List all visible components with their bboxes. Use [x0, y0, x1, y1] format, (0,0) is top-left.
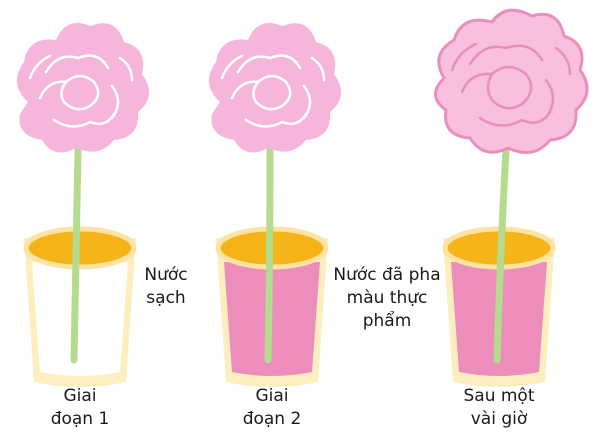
stage-2-caption-line1: Giai: [222, 385, 322, 408]
dyed-water-label: Nước đã pha màu thực phẩm: [322, 264, 452, 333]
flower-1: [17, 23, 149, 152]
stage-1-caption-line2: đoạn 1: [30, 408, 130, 431]
stage-3-caption-line2: vài giờ: [444, 408, 554, 431]
flower-2: [209, 23, 341, 152]
stage-2-caption-line2: đoạn 2: [222, 408, 322, 431]
stage-1-caption-line1: Giai: [30, 385, 130, 408]
dyed-water-label-line1: Nước đã pha: [322, 264, 452, 287]
clean-water-label: Nước sạch: [130, 264, 202, 310]
stem-1: [74, 150, 78, 360]
stage-3-caption-line1: Sau một: [444, 385, 554, 408]
clean-water-label-line2: sạch: [130, 287, 202, 310]
stem-2: [268, 150, 270, 360]
glass-1: [24, 229, 136, 387]
clean-water-label-line1: Nước: [130, 264, 202, 287]
stage-3-caption: Sau một vài giờ: [444, 385, 554, 431]
dyed-water-label-line2: màu thực: [322, 287, 452, 310]
stage-3: [435, 10, 587, 387]
flower-3: [435, 10, 587, 152]
stage-1-caption: Giai đoạn 1: [30, 385, 130, 431]
stage-1: [17, 23, 149, 387]
stage-2-caption: Giai đoạn 2: [222, 385, 322, 431]
dyed-water-label-line3: phẩm: [322, 310, 452, 333]
